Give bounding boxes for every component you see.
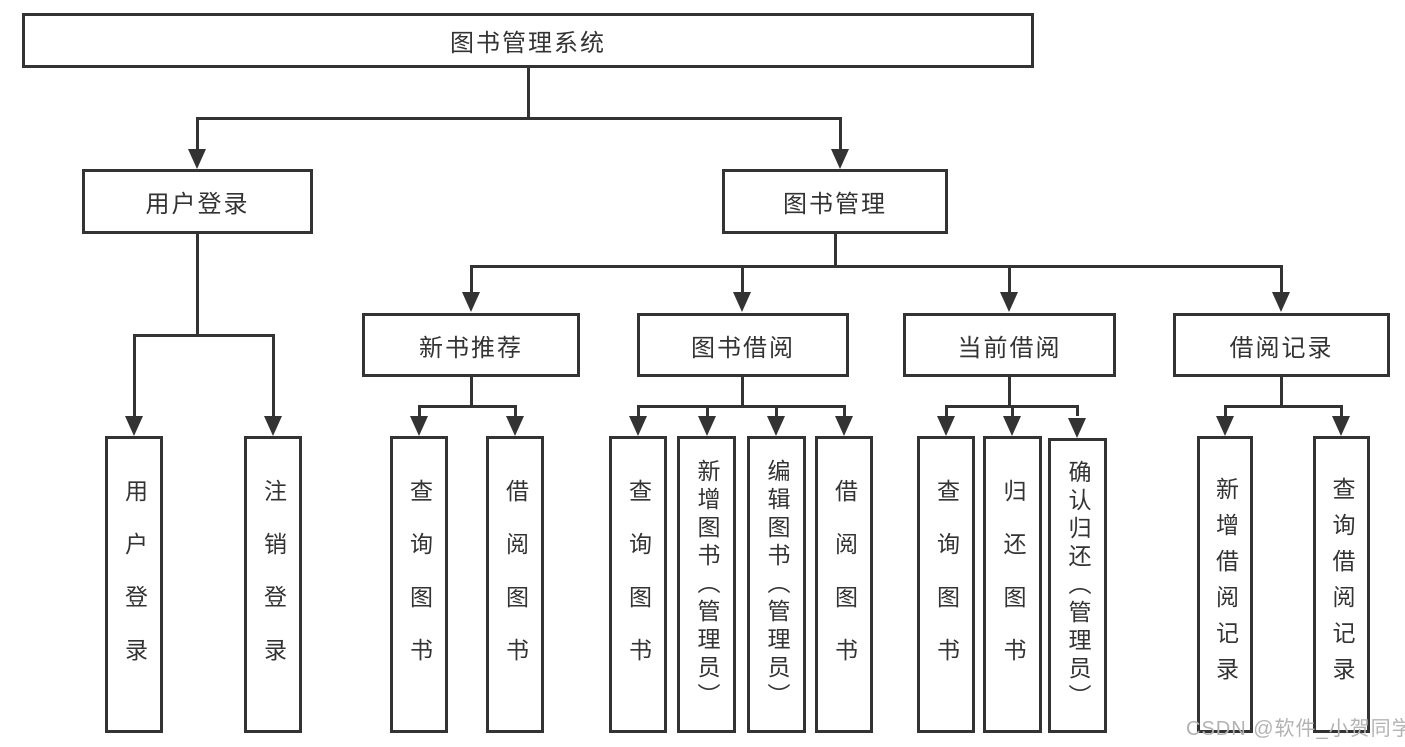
connector-line — [133, 334, 136, 416]
node-new-book-recommendation: 新书推荐 — [362, 313, 580, 377]
arrowhead-down-icon — [831, 149, 849, 169]
connector-line — [741, 265, 744, 292]
arrowhead-down-icon — [506, 416, 524, 436]
connector-line — [843, 405, 846, 416]
connector-line — [1340, 405, 1343, 416]
arrowhead-down-icon — [1068, 418, 1086, 438]
arrowhead-down-icon — [462, 292, 480, 312]
leaf-label: 归还图书 — [1000, 478, 1026, 691]
leaf-label: 新增图书（管理员） — [694, 458, 720, 711]
connector-line — [514, 405, 517, 416]
leaf-borrow-books: 借阅图书 — [815, 436, 873, 733]
leaf-add-books-admin: 新增图书（管理员） — [677, 436, 736, 733]
leaf-label: 确认归还（管理员） — [1065, 459, 1091, 712]
leaf-label: 借阅图书 — [502, 478, 529, 691]
connector-line — [741, 377, 744, 406]
leaf-label: 新增借阅记录 — [1212, 476, 1239, 693]
connector-line — [834, 234, 837, 266]
leaf-label: 用户登录 — [121, 478, 148, 691]
connector-line — [196, 117, 842, 120]
leaf-label: 查询图书 — [406, 478, 433, 691]
leaf-add-borrow-record: 新增借阅记录 — [1197, 436, 1253, 733]
leaf-query-books: 查询图书 — [917, 436, 975, 733]
connector-line — [1008, 265, 1011, 292]
node-label: 图书借阅 — [691, 334, 795, 362]
arrowhead-down-icon — [410, 416, 428, 436]
leaf-label: 查询借阅记录 — [1329, 476, 1355, 693]
connector-line — [775, 405, 778, 416]
arrowhead-down-icon — [835, 416, 853, 436]
connector-line — [196, 234, 199, 335]
connector-line — [839, 117, 842, 149]
node-book-management: 图书管理 — [722, 169, 948, 234]
node-library-management-system: 图书管理系统 — [22, 13, 1034, 68]
connector-line — [1280, 377, 1283, 406]
arrowhead-down-icon — [1216, 416, 1234, 436]
connector-line — [272, 334, 275, 416]
connector-line — [470, 265, 473, 292]
connector-line — [945, 405, 948, 416]
leaf-user-login: 用户登录 — [105, 436, 163, 733]
node-label: 当前借阅 — [957, 334, 1062, 362]
connector-line — [470, 265, 1283, 268]
connector-line — [706, 405, 709, 416]
connector-line — [637, 405, 846, 408]
arrowhead-down-icon — [733, 292, 751, 312]
leaf-label: 编辑图书（管理员） — [764, 458, 790, 711]
node-label: 用户登录 — [145, 191, 250, 218]
connector-line — [1011, 405, 1014, 416]
connector-line — [470, 377, 473, 406]
arrowhead-down-icon — [937, 416, 955, 436]
connector-line — [418, 405, 517, 408]
node-borrowing-records: 借阅记录 — [1173, 313, 1390, 377]
node-book-borrowing: 图书借阅 — [637, 313, 849, 377]
connector-line — [1224, 405, 1343, 408]
arrowhead-down-icon — [188, 149, 206, 169]
connector-line — [133, 334, 275, 337]
node-label: 图书管理 — [783, 191, 887, 218]
csdn-watermark: CSDN @软件_小贺同学 — [1186, 718, 1405, 740]
node-current-borrowing: 当前借阅 — [903, 313, 1116, 377]
arrowhead-down-icon — [1003, 416, 1021, 436]
arrowhead-down-icon — [767, 416, 785, 436]
leaf-borrow-books: 借阅图书 — [486, 436, 544, 733]
leaf-label: 查询图书 — [933, 478, 960, 691]
arrowhead-down-icon — [264, 416, 282, 436]
arrowhead-down-icon — [125, 416, 143, 436]
leaf-query-books: 查询图书 — [390, 436, 448, 733]
connector-line — [418, 405, 421, 416]
node-label: 借阅记录 — [1229, 334, 1334, 362]
leaf-confirm-return-admin: 确认归还（管理员） — [1048, 438, 1107, 733]
node-label: 新书推荐 — [419, 334, 523, 362]
arrowhead-down-icon — [1272, 292, 1290, 312]
arrowhead-down-icon — [698, 416, 716, 436]
arrowhead-down-icon — [629, 416, 647, 436]
connector-line — [527, 68, 530, 118]
connector-line — [1224, 405, 1227, 416]
leaf-label: 注销登录 — [260, 478, 287, 691]
arrowhead-down-icon — [1000, 292, 1018, 312]
leaf-query-borrow-record: 查询借阅记录 — [1313, 436, 1370, 733]
node-user-login: 用户登录 — [82, 169, 313, 234]
connector-line — [1008, 377, 1011, 406]
node-label: 图书管理系统 — [450, 30, 606, 57]
connector-line — [196, 117, 199, 149]
leaf-edit-books-admin: 编辑图书（管理员） — [747, 436, 806, 733]
leaf-label: 借阅图书 — [831, 478, 858, 691]
connector-line — [1280, 265, 1283, 292]
leaf-logout: 注销登录 — [244, 436, 302, 733]
leaf-label: 查询图书 — [625, 478, 652, 691]
connector-line — [1076, 405, 1079, 416]
arrowhead-down-icon — [1332, 416, 1350, 436]
leaf-query-books: 查询图书 — [609, 436, 667, 733]
leaf-return-books: 归还图书 — [983, 436, 1042, 733]
connector-line — [637, 405, 640, 416]
